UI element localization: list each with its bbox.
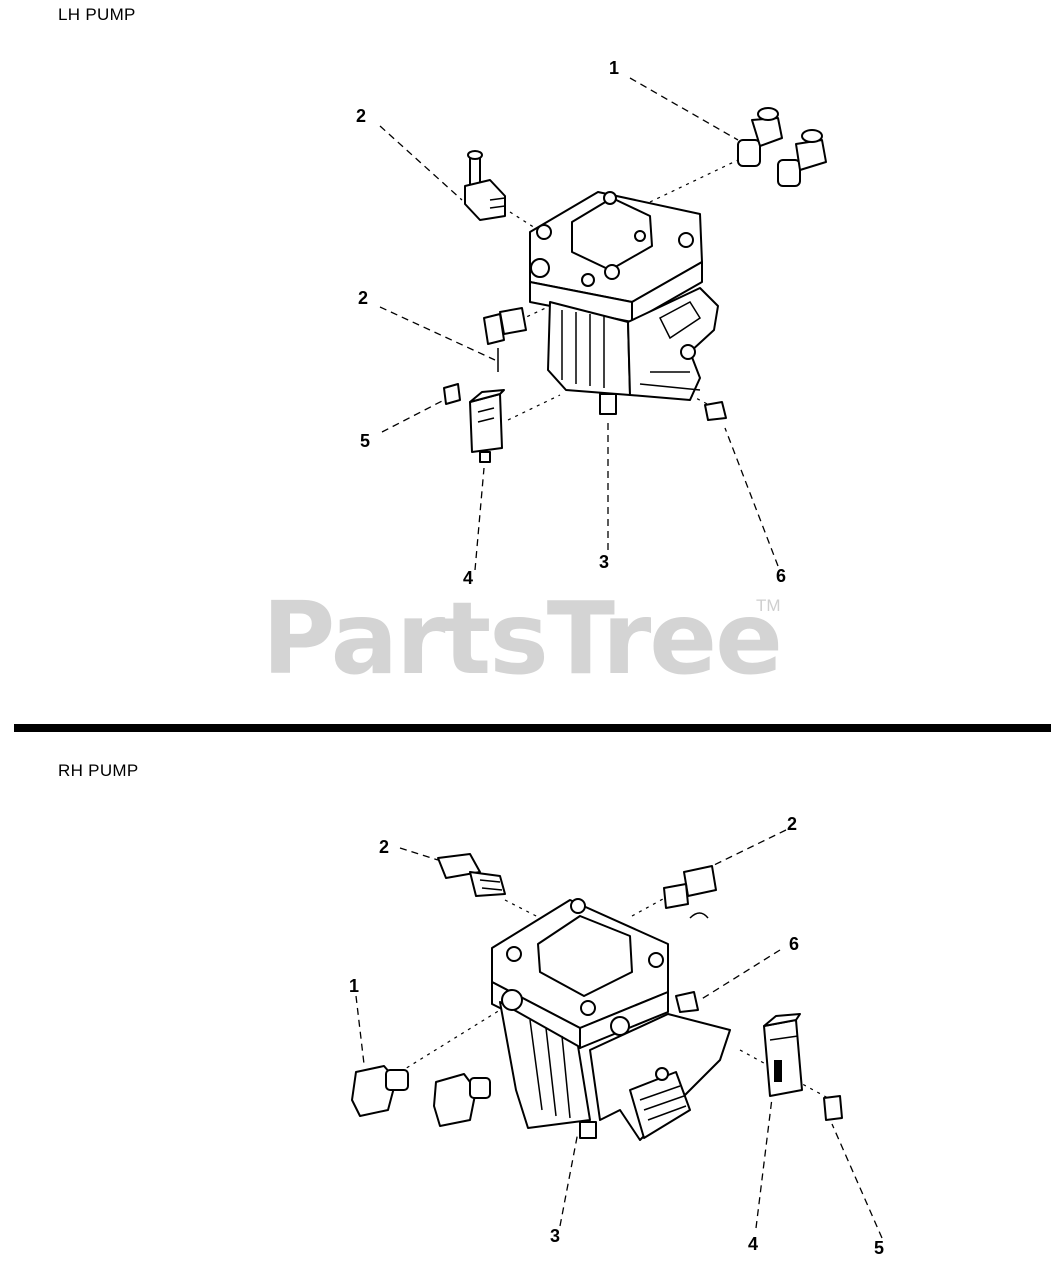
lh-connector xyxy=(469,389,505,463)
rh-callout-4: 4 xyxy=(748,1234,759,1254)
lh-sensor-lower xyxy=(483,307,527,372)
rh-callout-5: 5 xyxy=(874,1238,885,1258)
lh-pump-body xyxy=(529,191,719,415)
section-divider xyxy=(14,724,1051,732)
lh-callout-6: 6 xyxy=(776,566,787,586)
lh-callout-4: 4 xyxy=(463,568,474,588)
lh-pump-assembly xyxy=(379,77,827,571)
rh-callout-3: 3 xyxy=(550,1226,561,1246)
rh-clip xyxy=(823,1095,843,1121)
lh-clip xyxy=(443,383,461,405)
rh-elbow-fitting xyxy=(351,1065,491,1127)
rh-pin xyxy=(675,991,699,1013)
rh-connector xyxy=(763,1013,803,1097)
rh-pump-body xyxy=(491,898,731,1141)
rh-sensor-right xyxy=(663,865,717,919)
lh-callout-2-upper: 2 xyxy=(356,106,367,126)
rh-pump-title: RH PUMP xyxy=(58,761,139,780)
lh-callout-1: 1 xyxy=(609,58,620,78)
rh-callout-2-right: 2 xyxy=(787,814,798,834)
lh-callout-2-lower: 2 xyxy=(358,288,369,308)
lh-elbow-fitting xyxy=(737,107,827,187)
lh-pin xyxy=(704,401,727,421)
rh-sensor-left xyxy=(437,853,506,897)
partstree-watermark: PartsTree xyxy=(262,580,783,697)
rh-callout-2-left: 2 xyxy=(379,837,390,857)
lh-pump-title: LH PUMP xyxy=(58,5,136,24)
rh-callout-6: 6 xyxy=(789,934,800,954)
lh-callout-3: 3 xyxy=(599,552,610,572)
trademark-symbol: TM xyxy=(756,596,781,615)
lh-callout-5: 5 xyxy=(360,431,371,451)
lh-sensor-upper xyxy=(464,150,506,221)
rh-pump-assembly xyxy=(351,829,883,1239)
rh-callout-1: 1 xyxy=(349,976,360,996)
